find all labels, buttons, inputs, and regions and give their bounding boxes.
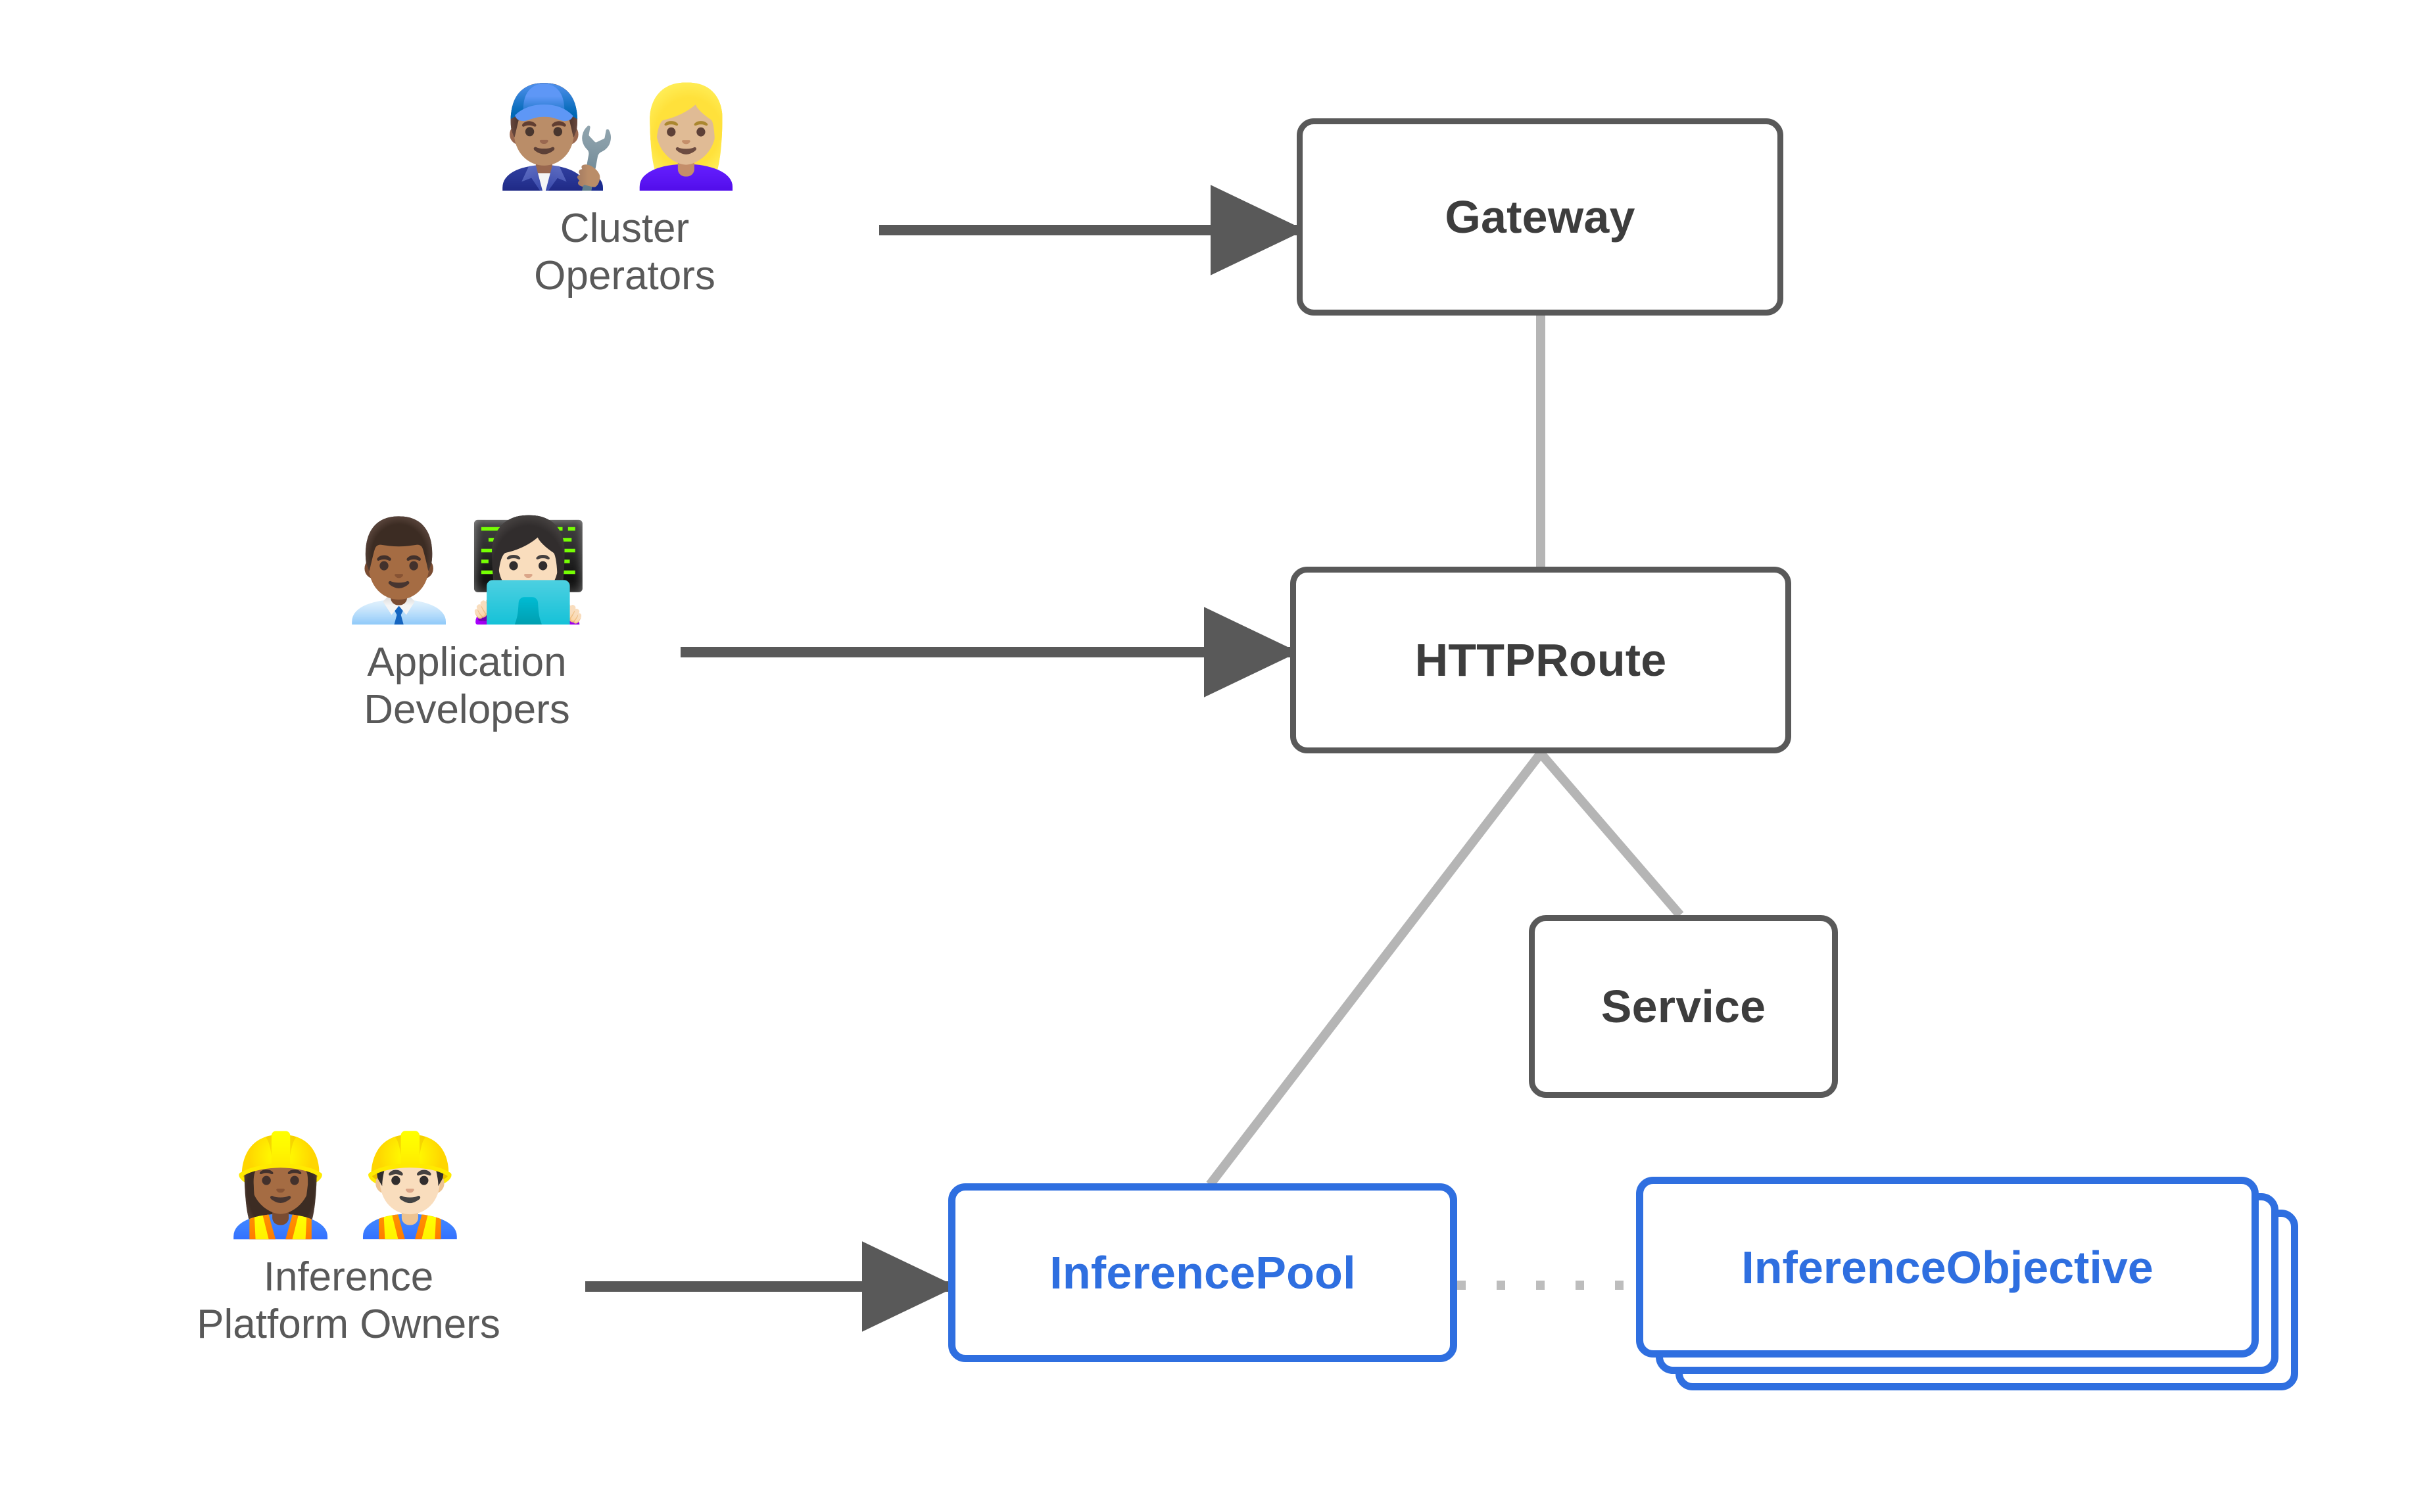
persona-inference-platform-owners: 👷🏾‍♀️👷🏻‍♂️ Inference Platform Owners <box>118 1128 579 1349</box>
inference-platform-owners-icon: 👷🏾‍♀️👷🏻‍♂️ <box>219 1128 478 1242</box>
edge-httproute-to-inferencepool <box>1206 750 1545 1188</box>
node-service[interactable]: Service <box>1529 915 1838 1098</box>
node-inferenceobjective-stack[interactable]: InferenceObjective <box>1636 1177 2300 1394</box>
application-developers-icon: 👨🏾‍💼👩🏻‍💻 <box>337 513 596 628</box>
node-gateway[interactable]: Gateway <box>1297 118 1783 316</box>
cluster-operators-icon: 👨🏽‍🔧👱🏼‍♀️ <box>495 80 754 194</box>
edge-httproute-to-service <box>1537 750 1684 918</box>
persona-label-inference-platform-owners: Inference Platform Owners <box>197 1254 500 1348</box>
persona-cluster-operators: 👨🏽‍🔧👱🏼‍♀️ Cluster Operators <box>421 85 829 300</box>
node-inferencepool[interactable]: InferencePool <box>948 1183 1457 1362</box>
node-inferenceobjective[interactable]: InferenceObjective <box>1636 1177 2259 1358</box>
persona-application-developers: 👨🏾‍💼👩🏻‍💻 Application Developers <box>263 519 671 734</box>
persona-label-application-developers: Application Developers <box>364 639 570 733</box>
node-httproute[interactable]: HTTPRoute <box>1290 567 1791 753</box>
persona-label-cluster-operators: Cluster Operators <box>534 205 715 299</box>
